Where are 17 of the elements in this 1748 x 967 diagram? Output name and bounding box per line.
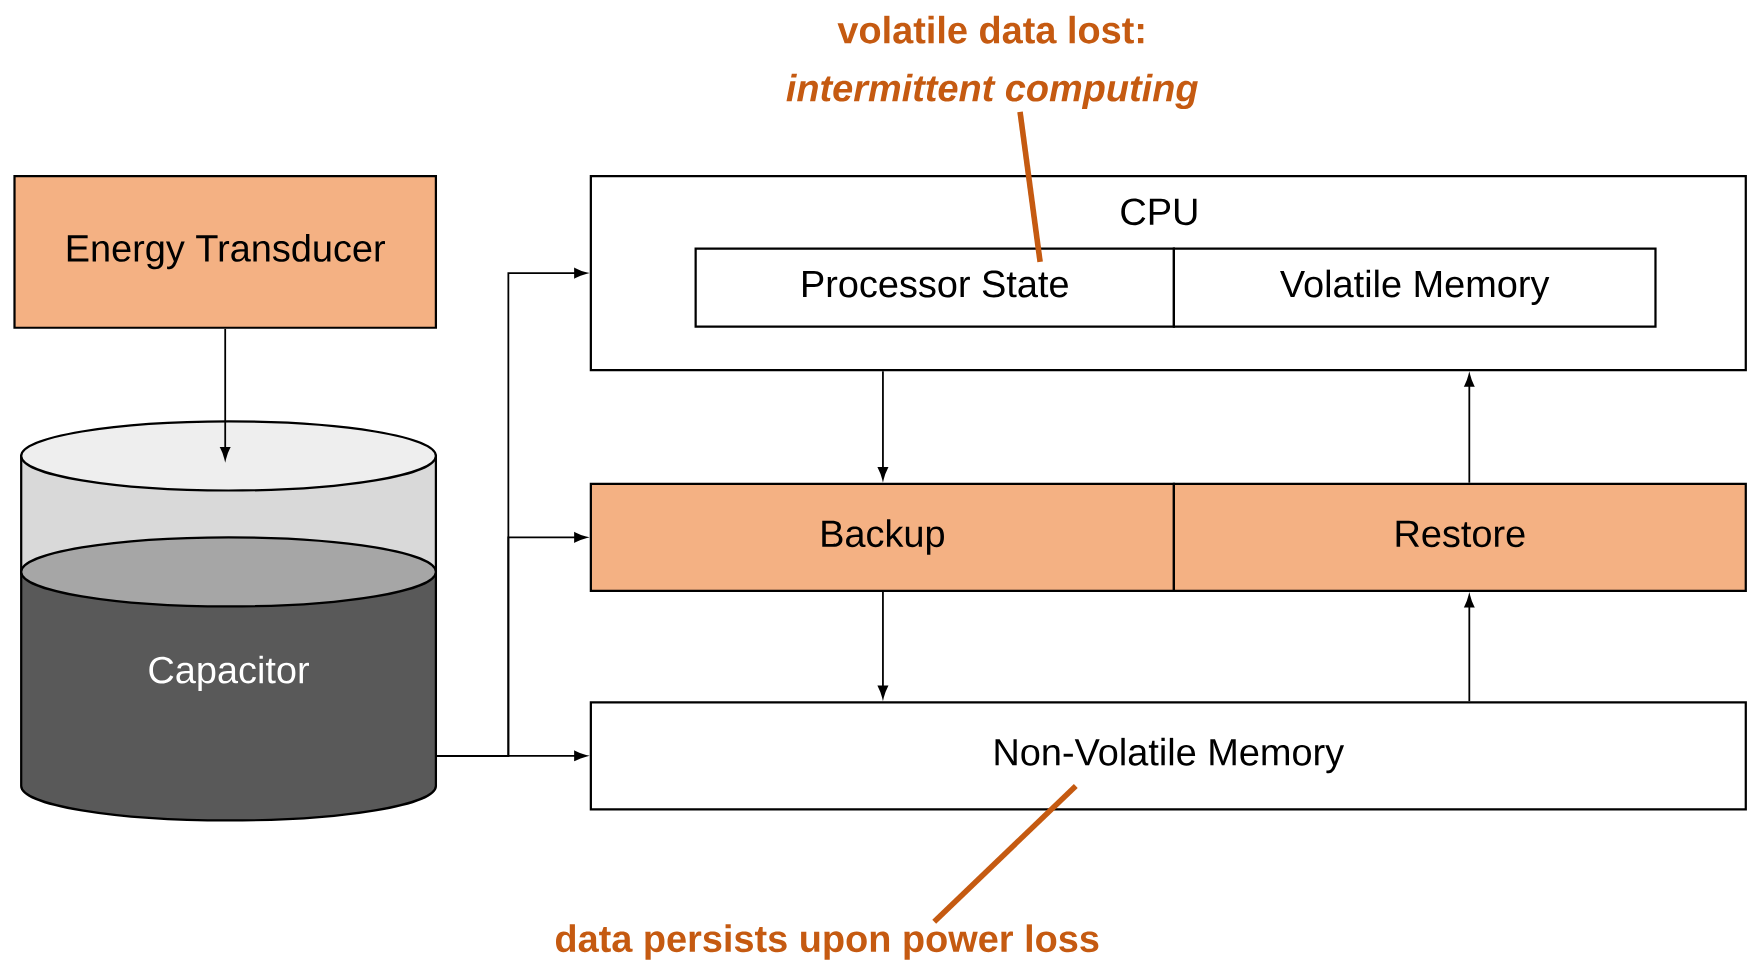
- process-box: Volatile Memory: [1172, 247, 1657, 328]
- capacitor-drawing: Capacitor: [20, 420, 437, 822]
- annotation-text: data persists upon power loss: [556, 924, 1099, 960]
- process-box: Backup: [589, 482, 1175, 593]
- arrow: [1464, 595, 1475, 703]
- process-box: Non-Volatile Memory: [589, 701, 1747, 811]
- process-box: Restore: [1172, 482, 1747, 593]
- arrow: [220, 328, 231, 460]
- process-box: Energy Transducer: [13, 175, 437, 330]
- arrow: [878, 370, 888, 480]
- process-box: Processor State: [694, 247, 1175, 328]
- arrow: [878, 591, 888, 699]
- arrow: [435, 751, 587, 761]
- annotation-text: volatile data lost: intermittent computing: [786, 16, 1198, 110]
- leader-line: [932, 784, 1078, 924]
- arrow: [1464, 374, 1475, 484]
- leader-line: [1017, 111, 1043, 263]
